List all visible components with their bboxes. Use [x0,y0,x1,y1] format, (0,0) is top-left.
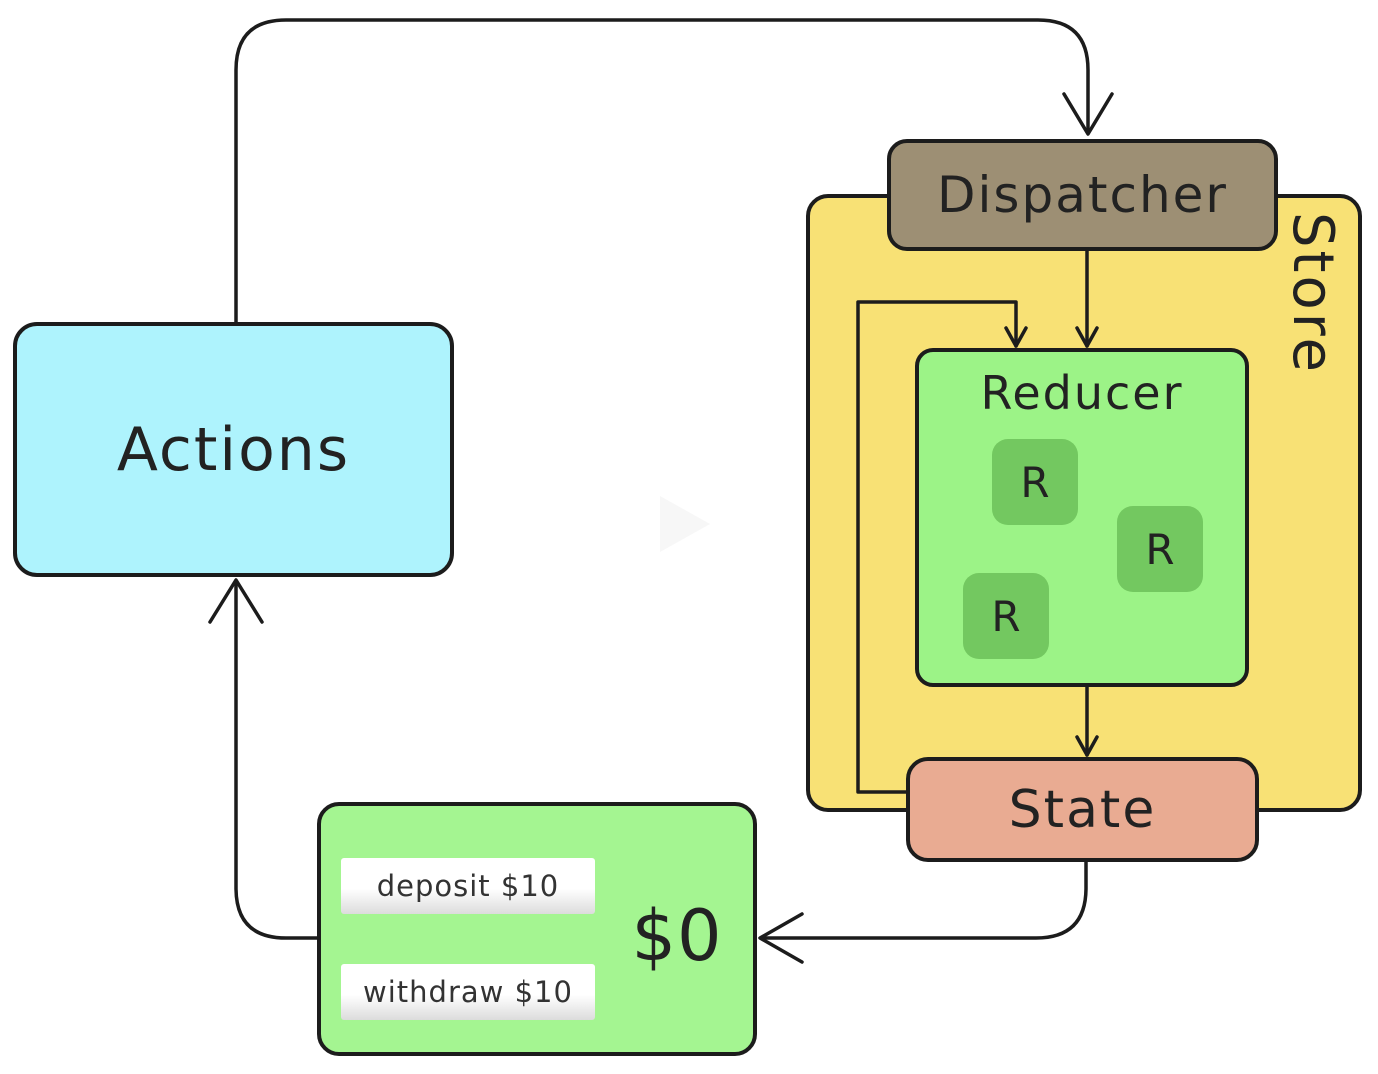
reducer-box: Reducer R R R [915,348,1249,687]
balance-value: $0 [631,895,723,977]
state-to-view-arrowhead [758,912,804,964]
reducer-chip: R [1117,506,1203,592]
store-label: Store [1280,212,1345,376]
actions-to-dispatcher-arrowhead [1062,92,1114,136]
withdraw-button[interactable]: withdraw $10 [341,964,595,1020]
actions-box: Actions [13,322,454,577]
actions-label: Actions [116,414,351,485]
view-to-actions-arrowhead [208,578,264,624]
state-label: State [1008,779,1157,840]
dispatcher-box: Dispatcher [887,139,1278,251]
reducer-label: Reducer [980,366,1184,420]
deposit-button[interactable]: deposit $10 [341,858,595,914]
reducer-chip: R [963,573,1049,659]
dispatcher-label: Dispatcher [937,166,1228,224]
state-box: State [906,757,1259,862]
view-box: deposit $10 withdraw $10 $0 [317,802,757,1056]
state-to-view-line [760,860,1088,940]
play-icon[interactable] [660,496,710,552]
reducer-chip: R [992,439,1078,525]
view-to-actions-line [234,580,319,940]
